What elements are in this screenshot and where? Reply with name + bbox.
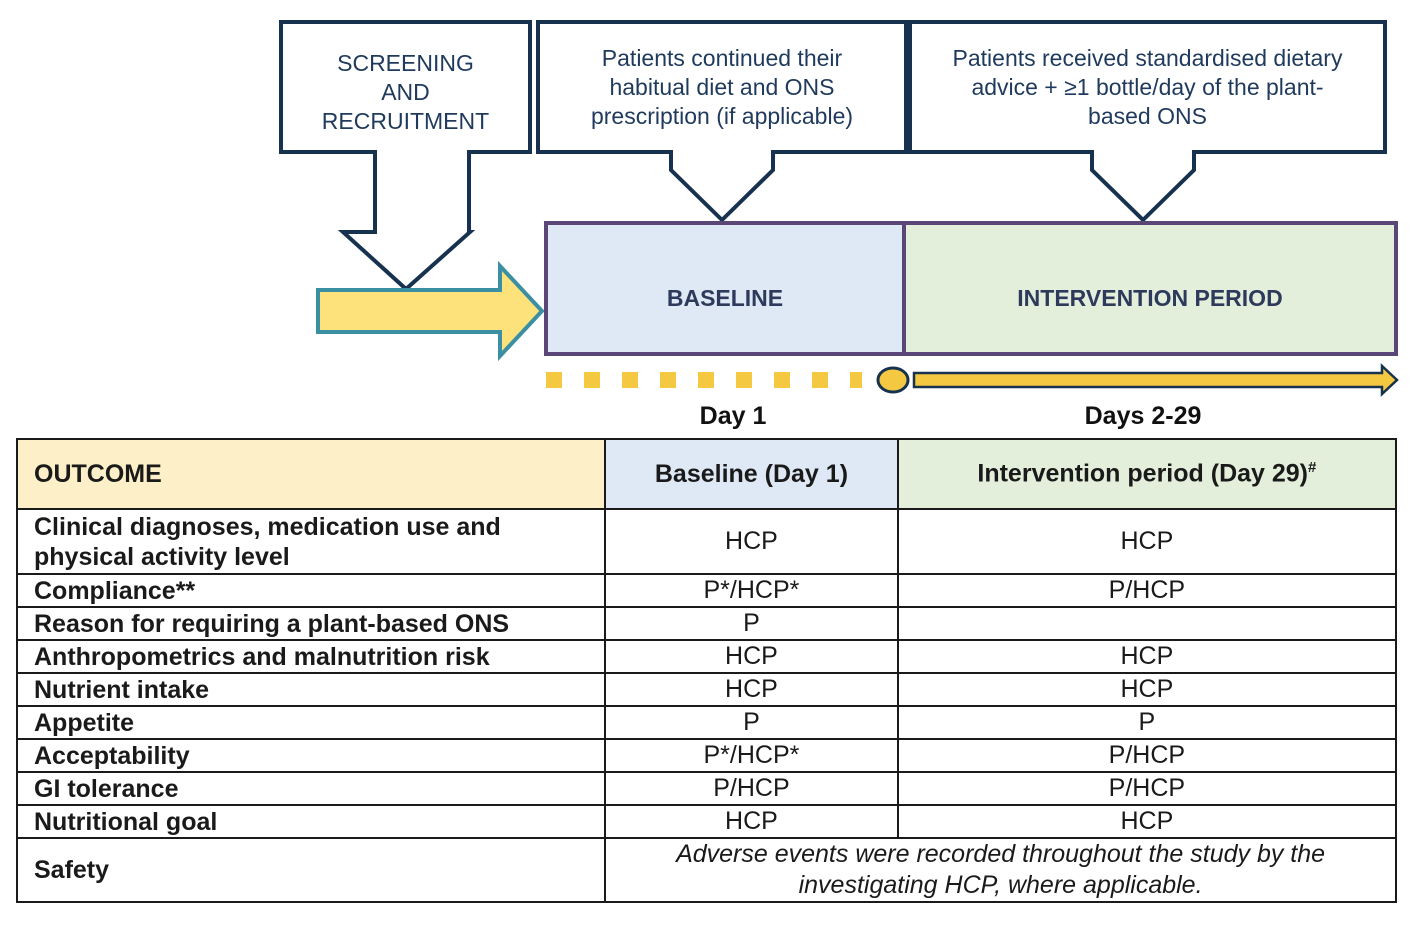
footnote-mark: # bbox=[1308, 459, 1317, 477]
day-1-label: Day 1 bbox=[699, 402, 767, 430]
baseline-cell: P bbox=[604, 606, 899, 641]
box-line: SCREENING bbox=[337, 50, 474, 76]
intervention-cell: P/HCP bbox=[896, 771, 1398, 806]
table-row: Nutritional goal HCP HCP bbox=[15, 804, 1398, 839]
table-row: Acceptability P*/HCP* P/HCP bbox=[15, 738, 1398, 773]
dietary-advice-callout bbox=[908, 20, 1387, 223]
table-row: Compliance** P*/HCP* P/HCP bbox=[15, 573, 1398, 608]
safety-row: Safety Adverse events were recorded thro… bbox=[15, 837, 1397, 903]
table-row: Reason for requiring a plant-based ONS P bbox=[15, 606, 1398, 641]
box-line: Patients received standardised dietary bbox=[952, 45, 1343, 71]
intervention-header-label: Intervention period (Day 29) bbox=[977, 459, 1309, 488]
baseline-cell: P*/HCP* bbox=[604, 738, 899, 773]
box-line: advice + ≥1 bottle/day of the plant- bbox=[971, 74, 1324, 100]
outcome-cell: Appetite bbox=[15, 705, 607, 740]
baseline-cell: P*/HCP* bbox=[604, 573, 899, 608]
table-row: Appetite P P bbox=[15, 705, 1398, 740]
outcome-cell: Nutritional goal bbox=[15, 804, 607, 839]
outcome-cell: Reason for requiring a plant-based ONS bbox=[15, 606, 607, 641]
table-row: Clinical diagnoses, medication use and p… bbox=[15, 508, 1398, 575]
baseline-cell: HCP bbox=[604, 804, 899, 839]
box-line: AND bbox=[381, 79, 430, 105]
timeline-milestone-dot bbox=[876, 366, 910, 394]
table-row: Anthropometrics and malnutrition risk HC… bbox=[15, 639, 1398, 674]
outcome-cell: Nutrient intake bbox=[15, 672, 607, 707]
safety-outcome-cell: Safety bbox=[15, 837, 607, 903]
outcome-cell: Clinical diagnoses, medication use and p… bbox=[15, 508, 607, 575]
baseline-cell: P bbox=[604, 705, 899, 740]
outcome-cell: Anthropometrics and malnutrition risk bbox=[15, 639, 607, 674]
baseline-label: BASELINE bbox=[666, 285, 784, 311]
table-row: Nutrient intake HCP HCP bbox=[15, 672, 1398, 707]
intervention-phase-box bbox=[902, 221, 1398, 356]
baseline-cell: HCP bbox=[604, 508, 899, 575]
table-row: GI tolerance P/HCP P/HCP bbox=[15, 771, 1398, 806]
intervention-cell: HCP bbox=[896, 639, 1398, 674]
intervention-cell: P bbox=[896, 705, 1398, 740]
study-flow-diagram bbox=[279, 20, 1399, 397]
outcomes-table: OUTCOME Baseline (Day 1) Intervention pe… bbox=[15, 438, 1398, 903]
baseline-cell: HCP bbox=[604, 672, 899, 707]
days-2-29-label: Days 2-29 bbox=[1084, 402, 1202, 430]
dietary-advice-box-text: Patients received standardised dietary a… bbox=[912, 44, 1383, 131]
box-line: RECRUITMENT bbox=[321, 108, 490, 134]
baseline-cell: HCP bbox=[604, 639, 899, 674]
entry-arrow bbox=[316, 260, 545, 362]
box-line: based ONS bbox=[1088, 103, 1207, 129]
intervention-cell: HCP bbox=[896, 508, 1398, 575]
habitual-diet-box-text: Patients continued their habitual diet a… bbox=[540, 44, 904, 131]
intervention-header: Intervention period (Day 29)# bbox=[896, 438, 1398, 510]
outcome-cell: Compliance** bbox=[15, 573, 607, 608]
baseline-header: Baseline (Day 1) bbox=[604, 438, 899, 510]
table-header-row: OUTCOME Baseline (Day 1) Intervention pe… bbox=[15, 438, 1398, 510]
intervention-cell: HCP bbox=[896, 672, 1398, 707]
intervention-cell bbox=[896, 606, 1398, 641]
intervention-cell: P/HCP bbox=[896, 573, 1398, 608]
screening-callout bbox=[279, 20, 532, 292]
screening-box-text: SCREENING AND RECRUITMENT bbox=[283, 49, 528, 136]
baseline-timeline-dashes bbox=[546, 372, 862, 388]
box-line: prescription (if applicable) bbox=[590, 103, 854, 129]
intervention-label: INTERVENTION PERIOD bbox=[1017, 285, 1283, 311]
habitual-diet-callout bbox=[536, 20, 908, 223]
outcome-cell: GI tolerance bbox=[15, 771, 607, 806]
box-line: habitual diet and ONS bbox=[609, 74, 835, 100]
safety-note: Adverse events were recorded throughout … bbox=[604, 837, 1397, 903]
baseline-cell: P/HCP bbox=[604, 771, 899, 806]
intervention-cell: HCP bbox=[896, 804, 1398, 839]
intervention-timeline-arrow bbox=[912, 363, 1399, 397]
outcome-cell: Acceptability bbox=[15, 738, 607, 773]
intervention-cell: P/HCP bbox=[896, 738, 1398, 773]
outcome-header: OUTCOME bbox=[15, 438, 607, 510]
box-line: Patients continued their bbox=[601, 45, 843, 71]
